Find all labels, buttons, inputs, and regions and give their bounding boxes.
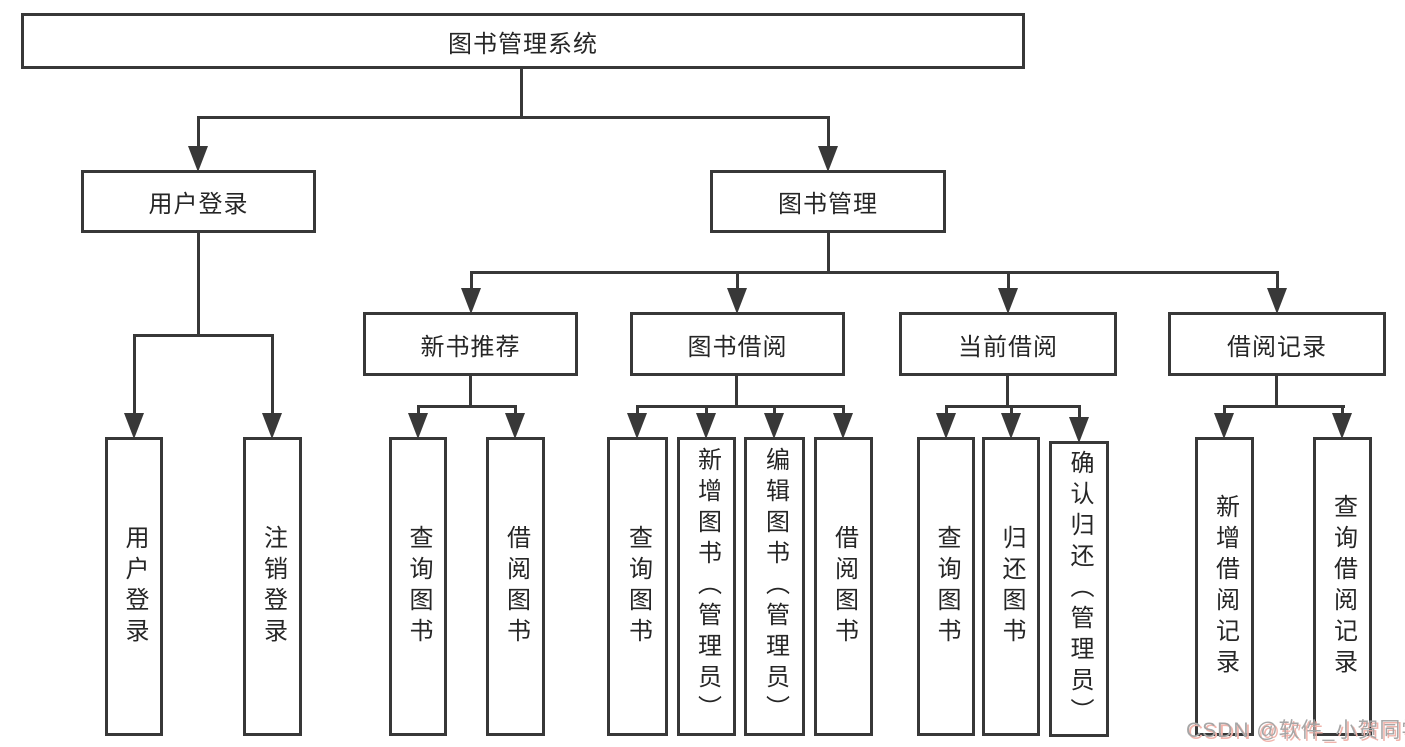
connector-nbr-drop-2 <box>514 406 517 417</box>
leaf-cb-confirm-return-admin: 确认归还（管理员） <box>1049 441 1109 737</box>
node-library-system-label: 图书管理系统 <box>448 30 598 58</box>
csdn-watermark: CSDN @软件_小贺同学 <box>1186 719 1405 742</box>
node-new-book-rec: 新书推荐 <box>363 312 578 376</box>
connector-bookmgmt-drop-2 <box>736 272 739 293</box>
arrowhead-to-bb-edit <box>764 413 784 439</box>
connector-bookmgmt-bar <box>470 271 1279 274</box>
connector-userlogin-bar <box>133 334 274 337</box>
node-library-system: 图书管理系统 <box>21 13 1025 69</box>
leaf-logout-label: 注销登录 <box>259 524 287 649</box>
leaf-br-query-record: 查询借阅记录 <box>1313 437 1372 736</box>
node-book-mgmt-label: 图书管理 <box>778 191 878 218</box>
connector-br-drop-2 <box>1341 406 1344 417</box>
connector-cb-stem <box>1006 375 1009 408</box>
arrowhead-to-bb-query <box>627 413 647 439</box>
leaf-bb-borrow-books: 借阅图书 <box>814 437 873 736</box>
arrowhead-to-cb-confirm <box>1069 417 1089 443</box>
leaf-cb-query-books-label: 查询图书 <box>933 524 960 649</box>
node-current-borrow: 当前借阅 <box>899 312 1117 376</box>
leaf-bb-edit-books-admin: 编辑图书（管理员） <box>744 437 805 736</box>
arrowhead-to-borrow-records <box>1267 288 1287 314</box>
arrowhead-to-nb-borrow <box>505 413 525 439</box>
connector-bookmgmt-drop-1 <box>470 272 473 293</box>
connector-bb-bar <box>636 405 845 408</box>
leaf-bb-borrow-books-label: 借阅图书 <box>830 524 858 649</box>
connector-bookmgmt-drop-4 <box>1276 272 1279 293</box>
connector-userlogin-stem <box>197 232 200 337</box>
leaf-logout: 注销登录 <box>243 437 302 736</box>
node-borrow-records-label: 借阅记录 <box>1227 333 1327 361</box>
node-book-mgmt: 图书管理 <box>710 170 946 233</box>
arrowhead-to-nb-query <box>408 413 428 439</box>
arrowhead-to-user-login <box>188 146 208 172</box>
leaf-bb-add-books-admin: 新增图书（管理员） <box>677 437 736 736</box>
leaf-nb-borrow-books: 借阅图书 <box>486 437 545 736</box>
connector-bb-drop-3 <box>773 406 776 417</box>
arrowhead-to-br-query <box>1332 413 1352 439</box>
connector-br-stem <box>1275 375 1278 408</box>
connector-nbr-stem <box>469 375 472 408</box>
connector-cb-drop-3 <box>1078 406 1081 420</box>
arrowhead-to-bb-add <box>696 413 716 439</box>
arrowhead-to-br-add <box>1214 413 1234 439</box>
arrowhead-to-cb-query <box>936 413 956 439</box>
leaf-cb-return-books: 归还图书 <box>982 437 1040 736</box>
leaf-cb-confirm-return-admin-label: 确认归还（管理员） <box>1066 449 1093 729</box>
arrowhead-to-book-borrow <box>727 288 747 314</box>
connector-userlogin-left-drop <box>133 335 136 417</box>
leaf-br-add-record: 新增借阅记录 <box>1195 437 1254 736</box>
leaf-cb-return-books-label: 归还图书 <box>998 524 1025 649</box>
node-new-book-rec-label: 新书推荐 <box>420 333 521 361</box>
node-user-login-label: 用户登录 <box>148 191 249 218</box>
arrowhead-to-leaf-logout <box>262 413 282 439</box>
leaf-bb-add-books-admin-label: 新增图书（管理员） <box>693 447 721 726</box>
leaf-user-login-label: 用户登录 <box>121 524 148 649</box>
node-borrow-records: 借阅记录 <box>1168 312 1386 376</box>
arrowhead-to-bb-borrow <box>833 413 853 439</box>
arrowhead-to-cb-return <box>1001 413 1021 439</box>
connector-cb-drop-1 <box>945 406 948 417</box>
connector-br-drop-1 <box>1223 406 1226 417</box>
leaf-nb-query-books-label: 查询图书 <box>405 524 432 649</box>
arrowhead-to-current-borrow <box>998 288 1018 314</box>
leaf-br-query-record-label: 查询借阅记录 <box>1329 493 1357 680</box>
connector-root-right-drop <box>827 117 830 150</box>
arrowhead-to-new-book-rec <box>461 288 481 314</box>
node-book-borrow-label: 图书借阅 <box>687 333 788 361</box>
leaf-nb-query-books: 查询图书 <box>389 437 447 736</box>
connector-root-stem <box>520 69 523 119</box>
leaf-cb-query-books: 查询图书 <box>917 437 975 736</box>
connector-bb-stem <box>735 375 738 408</box>
leaf-bb-query-books-label: 查询图书 <box>624 524 652 649</box>
connector-root-left-drop <box>197 117 200 150</box>
connector-cb-bar <box>945 405 1081 408</box>
connector-nbr-bar <box>417 405 517 408</box>
connector-bb-drop-1 <box>636 406 639 417</box>
node-user-login: 用户登录 <box>81 170 316 233</box>
arrowhead-to-leaf-user-login <box>124 413 144 439</box>
connector-nbr-drop-1 <box>417 406 420 417</box>
connector-bookmgmt-stem <box>827 232 830 274</box>
connector-userlogin-right-drop <box>271 335 274 417</box>
arrowhead-to-book-mgmt <box>818 146 838 172</box>
leaf-bb-query-books: 查询图书 <box>607 437 668 736</box>
leaf-nb-borrow-books-label: 借阅图书 <box>502 524 530 649</box>
leaf-user-login: 用户登录 <box>105 437 163 736</box>
connector-root-bar <box>197 116 830 119</box>
node-current-borrow-label: 当前借阅 <box>958 333 1058 361</box>
connector-cb-drop-2 <box>1010 406 1013 417</box>
node-book-borrow: 图书借阅 <box>630 312 845 376</box>
connector-bb-drop-4 <box>842 406 845 417</box>
leaf-bb-edit-books-admin-label: 编辑图书（管理员） <box>761 447 789 726</box>
leaf-br-add-record-label: 新增借阅记录 <box>1211 493 1239 680</box>
connector-bookmgmt-drop-3 <box>1007 272 1010 293</box>
connector-br-bar <box>1223 405 1345 408</box>
connector-bb-drop-2 <box>705 406 708 417</box>
